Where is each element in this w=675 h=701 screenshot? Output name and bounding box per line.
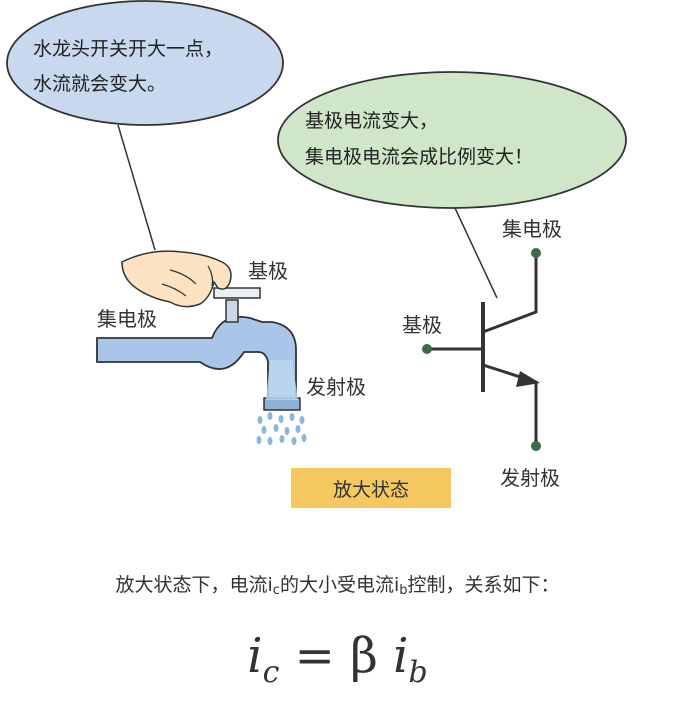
formula-eq: = β (279, 628, 394, 684)
emitter-terminal (531, 441, 541, 451)
transistor-emitter-label: 发射极 (500, 466, 560, 490)
speech-bubble-right: 基极电流变大， 集电极电流会成比例变大！ (277, 71, 627, 299)
collector-lead (482, 253, 538, 334)
bubble-left-line1: 水龙头开关开大一点， (33, 38, 223, 60)
collector-terminal (531, 248, 541, 258)
base-terminal (422, 344, 432, 354)
current-gain-formula: ic = β ib (0, 628, 675, 690)
water-stream-icon (266, 360, 298, 400)
caption-part3: 控制，关系如下： (407, 574, 560, 596)
faucet-valve-stem-icon (225, 299, 239, 323)
amplification-state-badge: 放大状态 (291, 468, 451, 508)
caption-part1: 放大状态下，电流i (115, 574, 273, 596)
faucet-emitter-label: 发射极 (306, 375, 366, 399)
caption-sub1: c (272, 583, 280, 598)
hand-icon (121, 250, 232, 308)
caption-part2: 的大小受电流i (279, 574, 400, 596)
bubble-left-line2: 水流就会变大。 (33, 73, 166, 95)
faucet-illustration: 基极 集电极 发射极 (96, 250, 366, 445)
formula-lhs-sub: c (262, 655, 280, 690)
formula-rhs-sub: b (408, 655, 428, 690)
faucet-base-label: 基极 (248, 259, 288, 283)
bubble-right-line2: 集电极电流会成比例变大！ (305, 146, 533, 168)
npn-transistor-symbol (427, 253, 538, 446)
transistor-collector-label: 集电极 (502, 217, 562, 241)
transistor-base-label: 基极 (402, 313, 442, 337)
formula-lhs: i (247, 628, 263, 684)
water-drops-icon (256, 412, 307, 445)
state-badge-label: 放大状态 (332, 478, 409, 501)
formula-rhs: i (393, 628, 409, 684)
speech-bubble-left: 水龙头开关开大一点， 水流就会变大。 (6, 0, 284, 251)
caption: 放大状态下，电流ic的大小受电流ib控制，关系如下： (0, 570, 675, 598)
emitter-arrow-icon (516, 371, 540, 387)
faucet-handle-icon (213, 287, 261, 299)
caption-sub2: b (399, 583, 408, 598)
bubble-right-line1: 基极电流变大， (305, 110, 438, 132)
faucet-collector-label: 集电极 (97, 307, 157, 331)
